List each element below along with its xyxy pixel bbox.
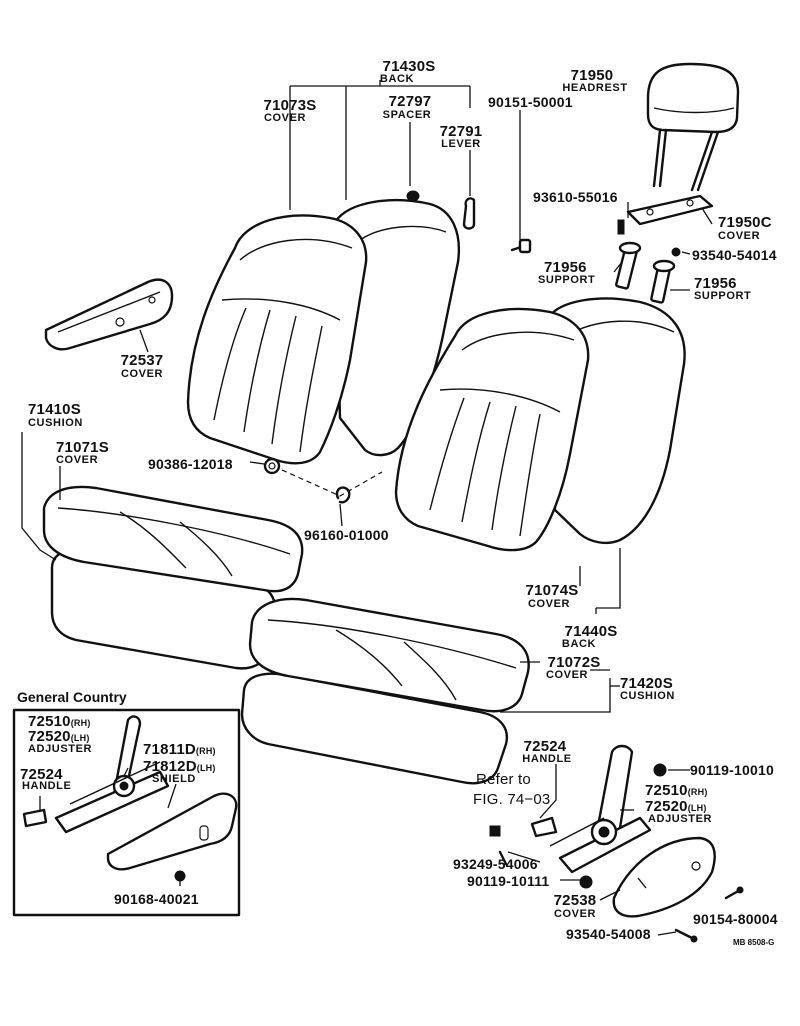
part-number-72524-gc: 72524 (20, 766, 63, 783)
part-number-72510-rh-main: 72510(RH) (645, 782, 708, 799)
seat-back-cover-71074s (394, 307, 590, 552)
screw-90154 (724, 886, 744, 900)
part-name-shield: SHIELD (152, 773, 196, 785)
part-number-72524-main: 72524 (523, 738, 567, 755)
part-number-72797: 72797 (388, 93, 432, 110)
part-number-96160-01000: 96160-01000 (304, 527, 389, 543)
part-name-cover: COVER (263, 112, 307, 124)
seat-back-71430s-front-cover-71073s (186, 214, 368, 465)
part-number-72520-lh-main: 72520(LH) (645, 798, 707, 815)
part-number-72537: 72537 (120, 352, 164, 369)
part-name-cushion-71410s: CUSHION (28, 417, 83, 429)
lever-72791 (462, 197, 476, 230)
part-number-90154-80004: 90154-80004 (693, 911, 778, 927)
part-number-71950c: 71950C (718, 214, 772, 231)
part-name-support-left: SUPPORT (538, 274, 596, 286)
side-cover-72537 (44, 278, 174, 351)
part-number-72510-rh-gc: 72510(RH) (28, 713, 91, 730)
part-number-72538: 72538 (553, 892, 597, 909)
part-number-71811d-rh: 71811D(RH) (143, 741, 216, 758)
bolt-90119-10111 (579, 875, 593, 889)
part-number-93540-54014: 93540-54014 (692, 247, 777, 263)
part-number-71073s: 71073S (263, 97, 317, 114)
leader-lines (21, 80, 713, 936)
spacer-72797 (406, 190, 420, 202)
part-number-71071s: 71071S (56, 439, 109, 456)
adjuster-72510-main (549, 744, 652, 874)
part-name-handle-gc: HANDLE (22, 780, 72, 792)
part-name-handle-main: HANDLE (522, 753, 572, 765)
general-country-title: General Country (17, 689, 127, 705)
part-name-cover-72537: COVER (120, 368, 164, 380)
part-name-headrest: HEADREST (562, 82, 628, 94)
cushion-cover-71072s (248, 597, 530, 713)
part-number-90119-10010: 90119-10010 (690, 762, 774, 778)
refer-to-line1: Refer to (476, 771, 531, 788)
part-number-90151-50001: 90151-50001 (488, 94, 573, 110)
diagram-code: MB 8508-G (733, 938, 775, 947)
screw-93540-54008 (674, 928, 698, 943)
part-name-cover-71071s: COVER (56, 454, 99, 466)
headrest-71950 (646, 62, 740, 192)
part-name-cover-71074s: COVER (527, 598, 571, 610)
refer-to-line2: FIG. 74−03 (473, 791, 551, 808)
part-number-71812d-lh: 71812D(LH) (143, 758, 216, 775)
part-number-71440s: 71440S (564, 623, 618, 640)
handle-72524-general-country (22, 808, 48, 828)
part-name-back: BACK (379, 73, 415, 85)
part-number-71430s: 71430S (382, 58, 436, 75)
handle-72524-main (530, 816, 558, 838)
part-number-93610-55016: 93610-55016 (533, 189, 618, 205)
part-number-71410s: 71410S (28, 401, 81, 418)
adjuster-72510-general-country (54, 715, 170, 834)
bolt-90168 (174, 870, 186, 882)
part-name-spacer: SPACER (382, 109, 432, 121)
part-number-93540-54008: 93540-54008 (566, 926, 651, 942)
part-number-71074s: 71074S (525, 582, 579, 599)
part-number-72520-lh-gc: 72520(LH) (28, 728, 90, 745)
part-number-93249-54006: 93249-54006 (453, 856, 538, 872)
clip-96160 (335, 486, 351, 504)
headrest-cover-71950c (626, 194, 714, 226)
part-name-cover-71950c: COVER (718, 230, 761, 242)
cushion-cover-71071s (42, 485, 304, 593)
headrest-support-71956-right (650, 247, 681, 304)
nut-90386 (263, 457, 281, 475)
part-number-72791: 72791 (439, 123, 483, 140)
part-number-90386-12018: 90386-12018 (148, 456, 233, 472)
part-number-90168-40021: 90168-40021 (114, 891, 199, 907)
part-number-71956-right: 71956 (694, 275, 737, 292)
part-name-adjuster-main: ADJUSTER (648, 813, 713, 825)
shield-71811d (106, 792, 238, 871)
part-name-lever: LEVER (441, 138, 481, 150)
part-name-cushion-71420s: CUSHION (620, 690, 675, 702)
part-name-adjuster-gc: ADJUSTER (28, 743, 93, 755)
part-name-cover-71072s: COVER (545, 669, 589, 681)
part-name-cover-72538: COVER (553, 908, 597, 920)
part-number-71956-left: 71956 (544, 259, 587, 276)
screw-93249 (489, 825, 508, 866)
bolt-90119-10010 (653, 763, 667, 777)
part-number-71072s: 71072S (547, 654, 601, 671)
part-name-back-71440s: BACK (561, 638, 597, 650)
side-cover-72538 (612, 836, 716, 918)
bolt-90151 (510, 238, 532, 254)
part-number-90119-10111: 90119-10111 (467, 873, 550, 889)
headrest-support-71956-left (615, 219, 642, 290)
part-number-71950: 71950 (570, 67, 614, 84)
part-name-support-right: SUPPORT (694, 290, 752, 302)
part-number-71420s: 71420S (620, 675, 673, 692)
